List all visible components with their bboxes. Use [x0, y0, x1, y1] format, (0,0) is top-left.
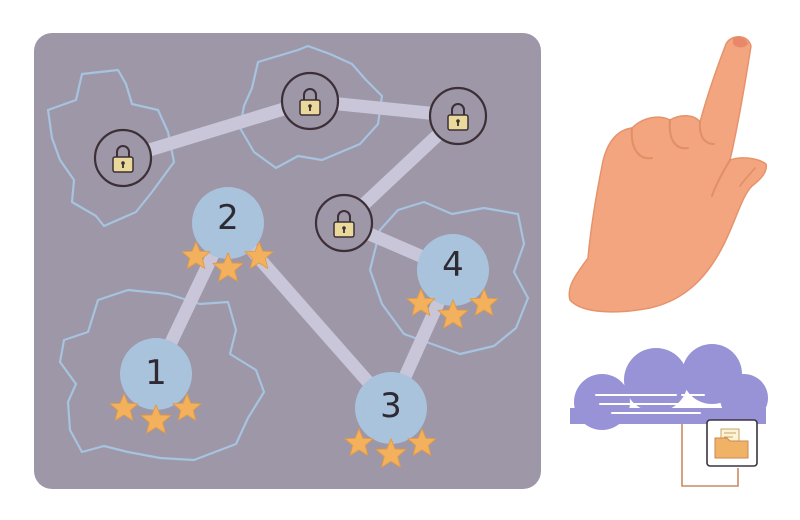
locked-level-node[interactable] — [280, 71, 340, 131]
level-number: 1 — [145, 353, 167, 393]
folder-icon[interactable] — [706, 419, 758, 467]
connector-line — [681, 424, 739, 487]
level-node-1[interactable]: 1 — [109, 338, 202, 434]
locked-level-node[interactable] — [314, 193, 374, 253]
padlock-icon — [333, 210, 355, 238]
pointing-hand-icon — [568, 36, 768, 313]
cloud-icon — [570, 344, 768, 430]
padlock-icon — [112, 145, 134, 173]
padlock-icon — [299, 88, 321, 116]
island-outline — [368, 200, 530, 356]
level-number: 4 — [442, 245, 464, 285]
map-islands — [46, 44, 530, 462]
island-outline — [46, 68, 176, 228]
island-outline — [58, 288, 266, 462]
path-segment — [116, 94, 317, 165]
cloud-storage — [570, 344, 768, 487]
level-node-3[interactable]: 3 — [344, 372, 437, 468]
level-number: 2 — [217, 198, 239, 238]
locked-level-node[interactable] — [428, 86, 488, 146]
level-node-4[interactable]: 4 — [406, 234, 499, 329]
locked-level-node[interactable] — [93, 128, 153, 188]
padlock-icon — [447, 103, 469, 131]
level-node-2[interactable]: 2 — [181, 187, 274, 282]
level-number: 3 — [380, 386, 402, 426]
